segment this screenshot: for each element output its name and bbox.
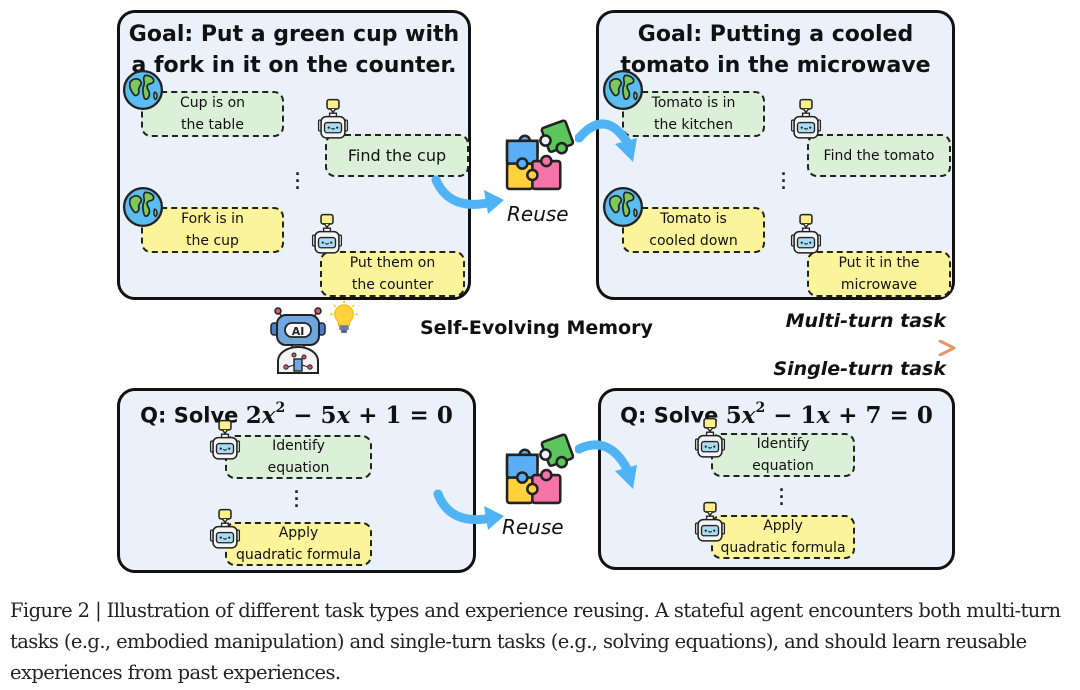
robot-icon (693, 501, 727, 545)
robot-icon (310, 213, 344, 257)
goal-title: Goal: Putting a cooled tomato in the mic… (620, 22, 931, 78)
operator: + (350, 401, 386, 429)
goal-title: Goal: Put a green cup with a fork in it … (128, 22, 460, 78)
robot-icon (208, 419, 242, 463)
coef-a: 5 (725, 401, 742, 429)
var-x: x (261, 401, 276, 429)
agent-action-bubble: Put it in the microwave (807, 251, 951, 297)
coef-a: 2 (245, 401, 262, 429)
single-turn-source-panel: Q: Solve 2x2 − 5x + 1 = 0 Identify equat… (117, 388, 476, 573)
memory-axis-label: Self-Evolving Memory (420, 317, 653, 339)
equation: 2x2 − 5x + 1 = 0 (245, 400, 453, 429)
multi-turn-task-label: Multi-turn task (785, 310, 946, 332)
agent-action-bubble: Identify equation (711, 433, 855, 477)
agent-action-bubble: Identify equation (225, 435, 372, 479)
coef-c: 7 (865, 401, 882, 429)
agent-action-bubble: Find the cup (325, 134, 469, 177)
reuse-arrow-in-icon (431, 175, 504, 214)
figure-caption: Figure 2 | Illustration of different tas… (10, 599, 1061, 684)
env-observation-bubble: Tomato is cooled down (622, 207, 765, 253)
lightbulb-icon (330, 300, 358, 334)
puzzle-icon (502, 432, 578, 508)
robot-icon (316, 98, 350, 142)
coef-b: 1 (800, 401, 817, 429)
operator: − (285, 401, 321, 429)
rhs: = 0 (881, 401, 933, 429)
agent-action-bubble: Find the tomato (807, 134, 951, 177)
question-prefix: Q: Solve (620, 403, 726, 428)
operator: + (830, 401, 866, 429)
robot-icon (789, 213, 823, 257)
agent-action-bubble: Apply quadratic formula (225, 522, 372, 566)
agent-action-bubble: Put them on the counter (320, 251, 465, 297)
globe-icon (122, 186, 164, 228)
single-turn-target-panel: Q: Solve 5x2 − 1x + 7 = 0 Identify equat… (598, 388, 955, 570)
reuse-arrow-in-icon (433, 489, 504, 530)
multi-turn-source-panel: Goal: Put a green cup with a fork in it … (117, 10, 471, 300)
env-observation-bubble: Fork is in the cup (141, 207, 284, 253)
coef-b: 5 (320, 401, 337, 429)
multi-turn-target-panel: Goal: Putting a cooled tomato in the mic… (596, 10, 955, 300)
exponent: 2 (275, 400, 286, 416)
equation: 5x2 − 1x + 7 = 0 (725, 400, 933, 429)
agent-action-bubble: Apply quadratic formula (711, 515, 855, 559)
puzzle-icon (502, 118, 578, 194)
robot-icon (789, 98, 823, 142)
globe-icon (122, 69, 164, 111)
var-x: x (336, 401, 351, 429)
memory-axis-arrow (120, 340, 956, 356)
single-turn-task-label: Single-turn task (773, 358, 946, 380)
question-title: Q: Solve 2x2 − 5x + 1 = 0 (120, 395, 473, 432)
reuse-arrow-out-icon (575, 440, 637, 489)
globe-icon (602, 186, 644, 228)
reuse-arrow-out-icon (575, 119, 637, 162)
globe-icon (602, 69, 644, 111)
ellipsis-vertical: ··· (781, 164, 787, 198)
question-title: Q: Solve 5x2 − 1x + 7 = 0 (601, 395, 952, 432)
robot-icon (208, 508, 242, 552)
reuse-label: Reuse (502, 515, 564, 539)
var-x: x (741, 401, 756, 429)
operator: − (765, 401, 801, 429)
coef-c: 1 (385, 401, 402, 429)
exponent: 2 (755, 400, 766, 416)
ellipsis-vertical: ··· (295, 164, 301, 198)
env-observation-bubble: Cup is on the table (141, 91, 284, 137)
ellipsis-vertical: ··· (294, 482, 300, 516)
ellipsis-vertical: ··· (779, 480, 785, 514)
robot-icon (693, 417, 727, 461)
rhs: = 0 (401, 401, 453, 429)
var-x: x (816, 401, 831, 429)
reuse-label: Reuse (507, 202, 569, 226)
env-observation-bubble: Tomato is in the kitchen (622, 91, 765, 137)
